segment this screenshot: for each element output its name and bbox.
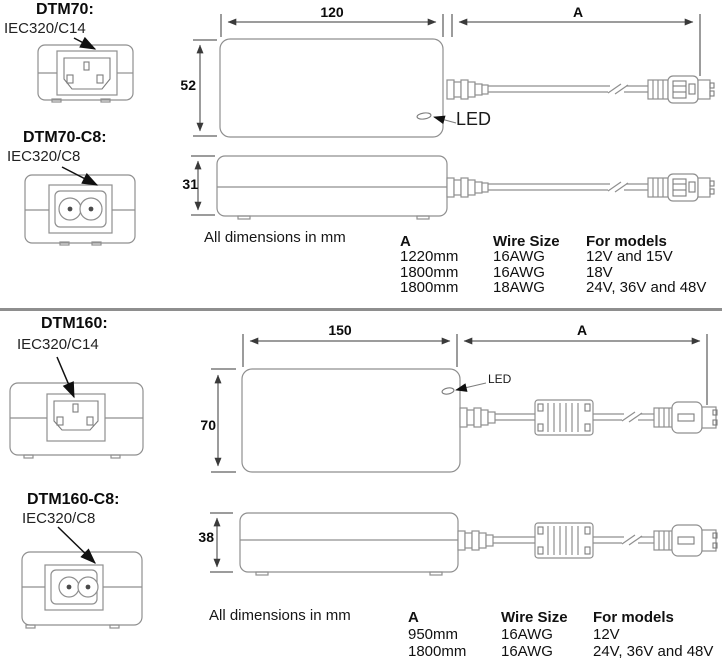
col-header-for-models: For models (586, 233, 667, 250)
table-cell: 16AWG (501, 643, 553, 660)
dim-38 (210, 512, 233, 573)
dim-a (451, 14, 701, 76)
led-label: LED (488, 372, 512, 386)
dim-label-a: A (576, 322, 588, 338)
dim-label-150: 150 (328, 322, 352, 338)
led-label: LED (456, 109, 492, 129)
dim-label-38: 38 (198, 529, 214, 545)
dim-a (463, 334, 708, 405)
strain-relief (457, 530, 494, 551)
table-cell: 1220mm (400, 248, 459, 266)
wire-size-table-dtm160: A Wire Size For models 950mm 16AWG 12V 1… (408, 609, 722, 660)
table-cell: 16AWG (493, 263, 545, 281)
c8-leader-arrow (61, 166, 99, 186)
col-header-for-models: For models (593, 609, 674, 626)
col-header-a: A (400, 233, 411, 250)
table-cell: 1800mm (408, 643, 467, 660)
adapter-side-view (191, 155, 715, 220)
table-cell: 16AWG (501, 626, 553, 643)
adapter-top-view (211, 334, 718, 473)
table-cell: 24V, 36V and 48V (586, 279, 707, 297)
dim-120 (220, 14, 444, 37)
cable (488, 83, 648, 95)
col-header-wire-size: Wire Size (493, 233, 560, 250)
col-header-a: A (408, 609, 419, 626)
model-title-dtm70-c8: DTM70-C8: (23, 129, 107, 146)
dim-31 (191, 155, 215, 216)
dc-connector (647, 173, 715, 202)
dim-label-70: 70 (200, 417, 216, 433)
dc-connector (653, 524, 718, 557)
dim-label-31: 31 (182, 176, 198, 192)
table-cell: 18V (586, 263, 613, 281)
dim-150 (242, 334, 458, 367)
dc-connector (647, 75, 715, 104)
table-cell: 24V, 36V and 48V (593, 643, 714, 660)
wire-size-table-dtm70: A Wire Size For models 1220mm 16AWG 12V … (400, 233, 722, 297)
model-title-dtm160: DTM160: (41, 315, 108, 332)
table-cell: 1800mm (400, 279, 459, 297)
dim-70 (211, 368, 236, 473)
cable (488, 181, 648, 193)
cable (593, 411, 654, 423)
dim-52 (193, 39, 217, 137)
c14-leader-arrow (56, 356, 75, 399)
c14-leader-arrow (73, 36, 97, 50)
table-cell: 12V (593, 626, 620, 643)
dimensions-note: All dimensions in mm (209, 607, 351, 624)
connector-label-c14: IEC320/C14 (4, 20, 86, 37)
dtm70-drawing (24, 14, 715, 246)
ferrite-bead (534, 399, 594, 436)
col-header-wire-size: Wire Size (501, 609, 568, 626)
section-divider (0, 308, 722, 311)
table-cell: 18AWG (493, 279, 545, 297)
c14-endview-drawing (37, 44, 134, 103)
strain-relief (459, 407, 496, 428)
strain-relief (446, 177, 489, 198)
dc-connector (653, 401, 718, 434)
connector-label-c8: IEC320/C8 (7, 148, 81, 165)
adapter-side-view (210, 512, 718, 576)
model-title-dtm160-c8: DTM160-C8: (27, 491, 120, 508)
c8-endview-drawing (24, 174, 136, 246)
strain-relief (446, 79, 489, 100)
c8-endview-drawing (21, 551, 143, 629)
c14-endview-drawing (9, 382, 144, 459)
dtm160-drawing (9, 334, 718, 629)
c8-leader-arrow (57, 526, 96, 564)
table-cell: 16AWG (493, 248, 545, 266)
dim-label-120: 120 (320, 4, 344, 20)
connector-label-c14: IEC320/C14 (17, 336, 99, 353)
table-cell: 950mm (408, 626, 459, 643)
connector-label-c8: IEC320/C8 (22, 510, 96, 527)
table-cell: 1800mm (400, 263, 459, 281)
model-title-dtm70: DTM70: (36, 1, 94, 18)
dimensions-note: All dimensions in mm (204, 229, 346, 246)
dim-label-52: 52 (180, 77, 196, 93)
adapter-top-view (193, 14, 715, 138)
cable (593, 534, 654, 546)
dim-label-a: A (572, 4, 584, 20)
ferrite-bead (534, 522, 594, 559)
table-cell: 12V and 15V (586, 248, 673, 266)
